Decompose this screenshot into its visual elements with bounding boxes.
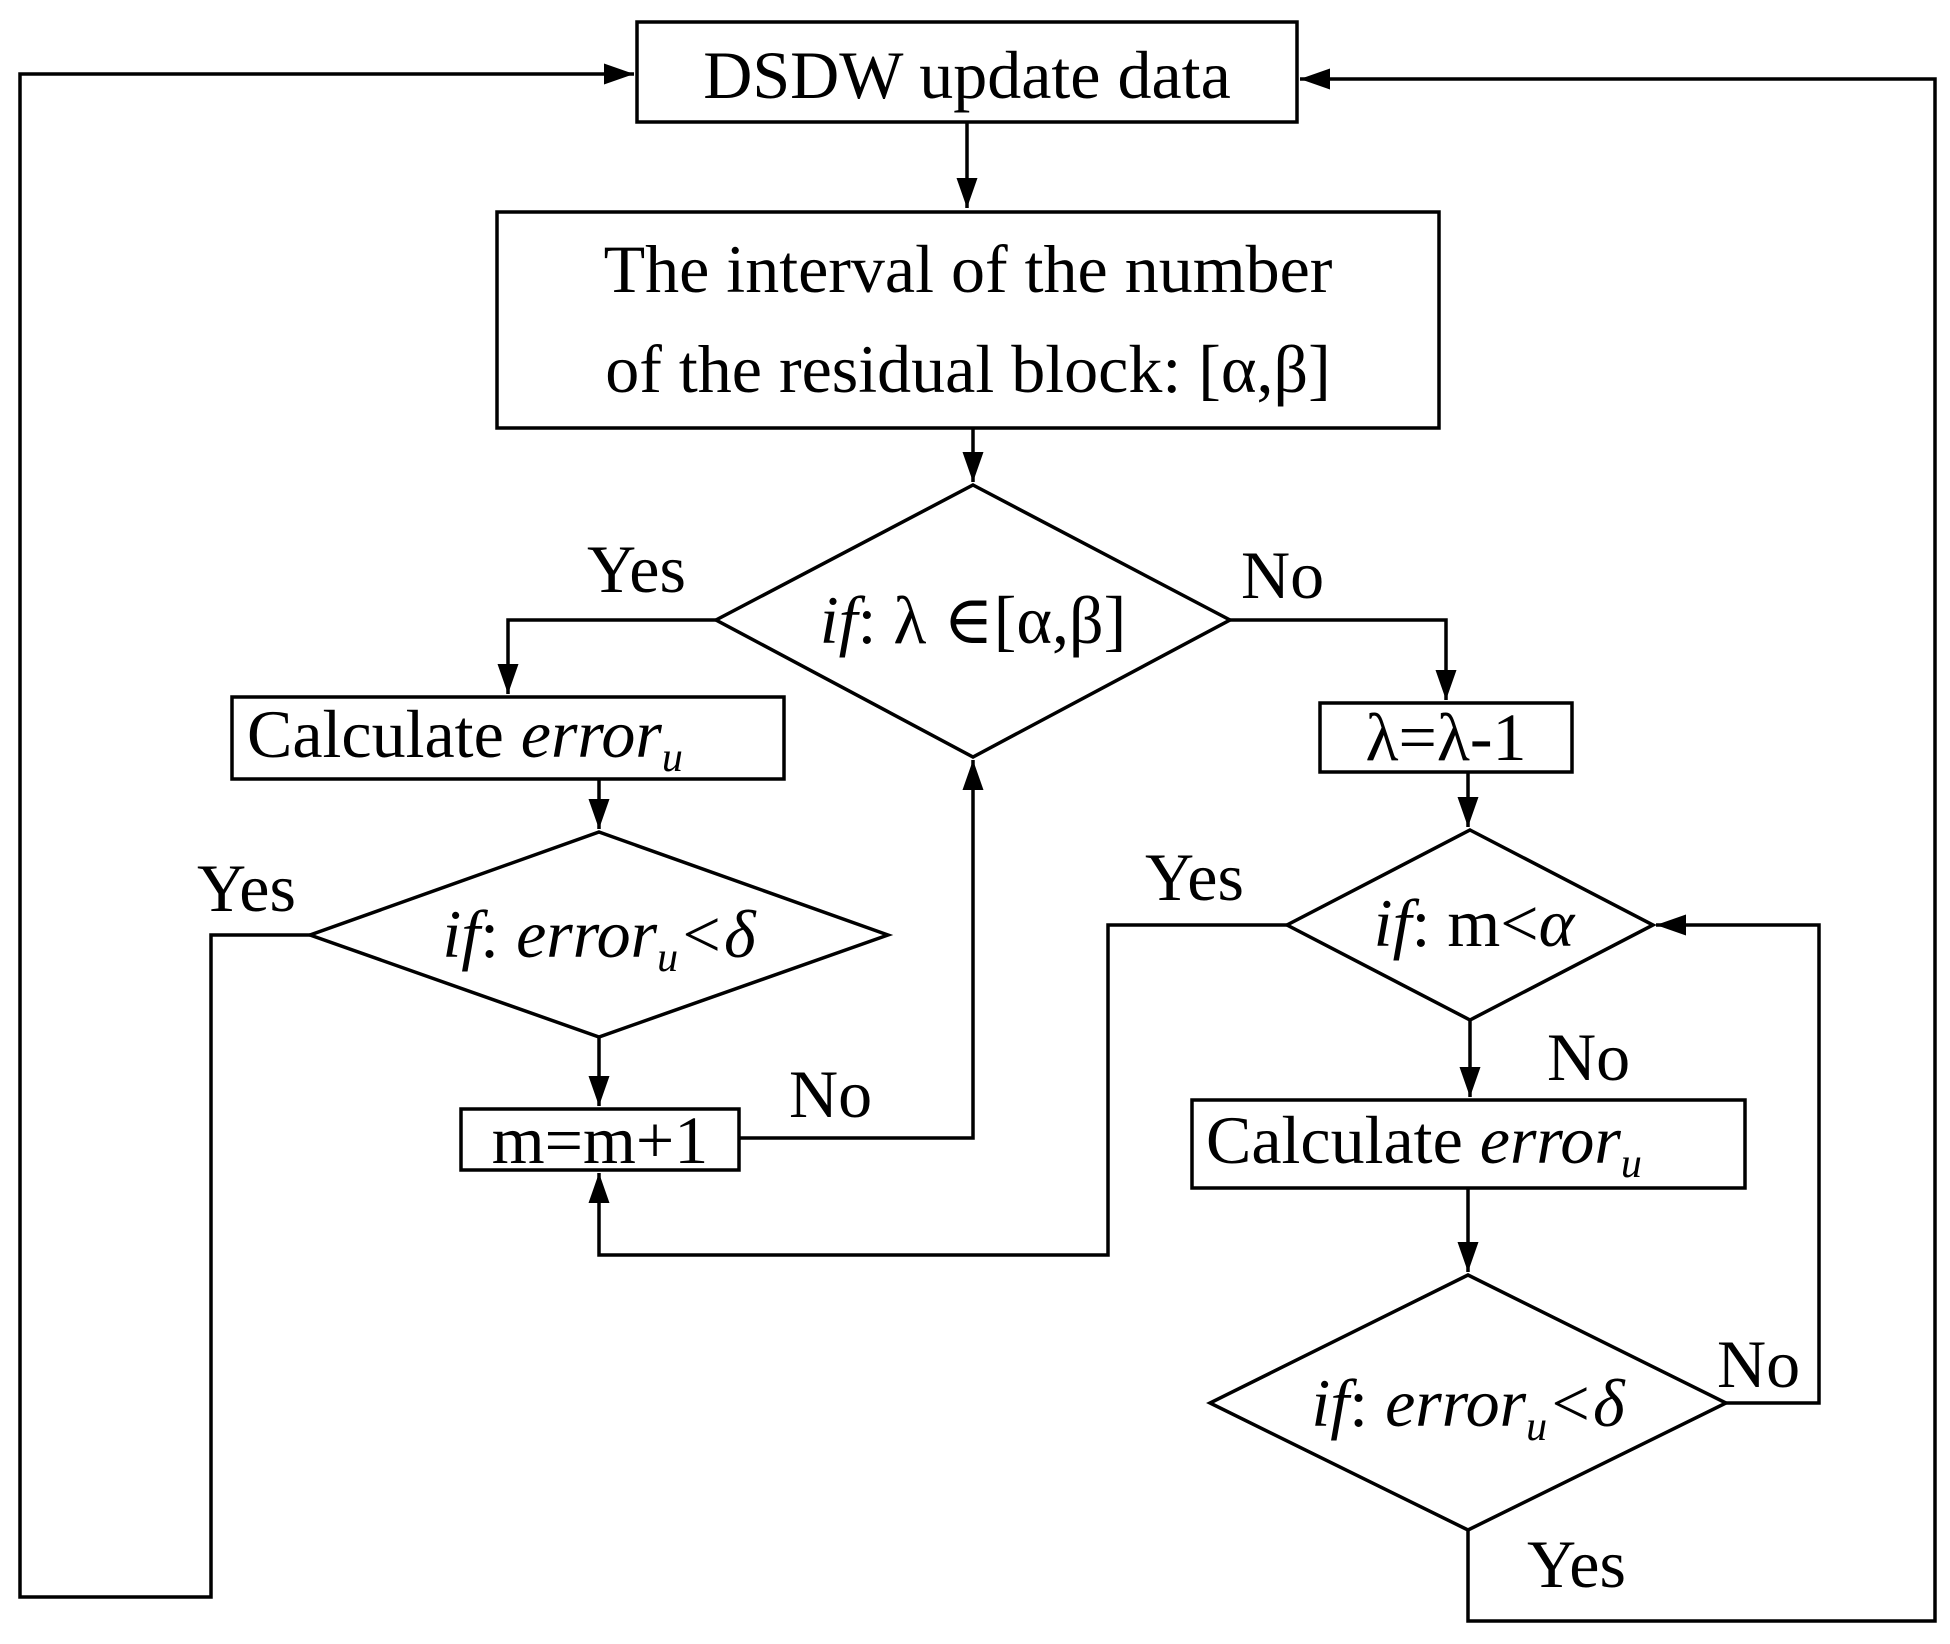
check-lambda-text: if: λ ∈[α,β] [820,582,1127,658]
edge-m-inc-back [739,760,984,1140]
label-lambda-no: No [1241,537,1324,613]
check-error-right-cond: <δ [1547,1365,1626,1441]
label-error-right-yes: Yes [1527,1526,1626,1602]
check-error-right-sub: u [1526,1404,1547,1450]
calc-left-text: Calculate erroru [247,696,683,781]
check-error-left-var: error [516,896,658,972]
interval-node: The interval of the number of the residu… [495,210,1441,430]
start-node: DSDW update data [635,20,1299,124]
interval-node-line2: of the residual block: [α,β] [605,331,1330,407]
check-m-var: α [1539,885,1576,961]
start-node-label: DSDW update data [703,37,1231,113]
check-error-left-cond: <δ [678,896,757,972]
edge-lambda-no [1230,618,1457,700]
edge-error-right-no [1656,914,1821,1405]
edge-m-yes [588,923,1287,1257]
check-error-left-colon: : [480,896,516,972]
label-m-yes: Yes [1145,839,1244,915]
calc-left-label: Calculate [247,696,521,772]
check-error-right-decision: if: erroru<δ [1206,1273,1730,1532]
label-lambda-yes: Yes [587,531,686,607]
m-increment-node: m=m+1 [459,1102,741,1178]
edge-error-right-yes [1300,68,1937,1623]
calc-left-var: error [521,696,663,772]
edge-lambda-yes [497,618,716,694]
edge-error-left-yes [18,63,634,1599]
label-error-left-no: No [789,1056,872,1132]
calc-right-label: Calculate [1206,1102,1480,1178]
calc-right-node: Calculate erroru [1190,1098,1747,1190]
calc-left-node: Calculate erroru [230,695,786,781]
calc-left-sub: u [662,735,683,781]
m-increment-label: m=m+1 [492,1102,708,1178]
check-error-left-sub: u [657,935,678,981]
check-error-left-text: if: erroru<δ [442,896,757,981]
lambda-decrement-label: λ=λ-1 [1366,699,1527,775]
interval-node-line1: The interval of the number [604,231,1333,307]
check-error-left-decision: if: erroru<δ [304,830,894,1039]
label-error-right-no: No [1717,1326,1800,1402]
label-error-left-yes: Yes [197,850,296,926]
check-lambda-condition: : λ ∈[α,β] [858,582,1127,658]
check-m-decision: if: m<α [1283,828,1657,1022]
check-m-text: if: m<α [1374,885,1576,961]
check-error-right-text: if: erroru<δ [1311,1365,1626,1450]
lambda-decrement-node: λ=λ-1 [1318,699,1574,775]
check-error-right-colon: : [1349,1365,1385,1441]
check-lambda-decision: if: λ ∈[α,β] [712,483,1234,759]
calc-right-var: error [1480,1102,1622,1178]
calc-right-text: Calculate erroru [1206,1102,1642,1187]
check-m-colon: : m< [1411,885,1538,961]
check-error-right-var: error [1385,1365,1527,1441]
calc-right-sub: u [1621,1141,1642,1187]
label-m-no: No [1547,1019,1630,1095]
